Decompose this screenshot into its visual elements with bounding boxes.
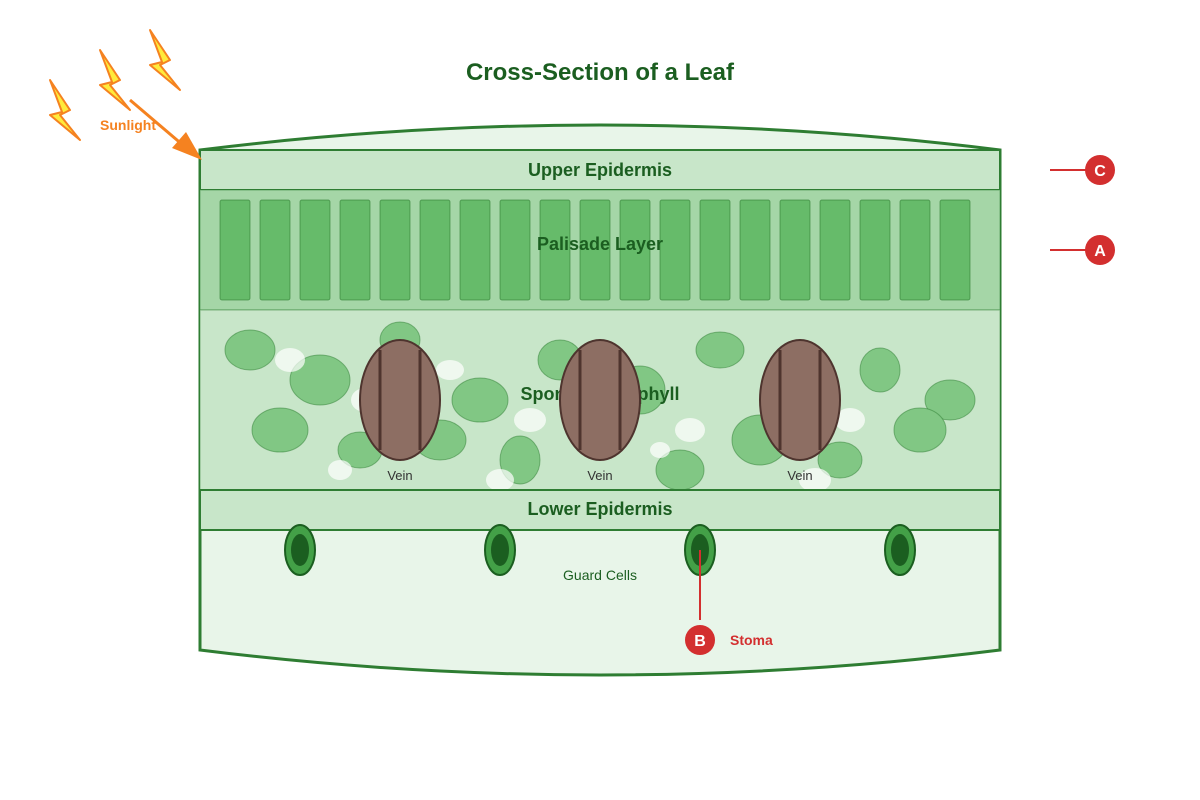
vein: [359, 339, 441, 461]
vein: [559, 339, 641, 461]
air-space: [799, 468, 831, 492]
spongy-cell: [289, 354, 351, 406]
spongy-cell: [817, 441, 863, 479]
upper-epidermis-band: [199, 149, 1001, 191]
vein: [759, 339, 841, 461]
spongy-cell: [695, 331, 745, 369]
palisade-cell: [739, 199, 771, 301]
palisade-cell: [459, 199, 491, 301]
lightning-bolt-icon: [149, 29, 181, 91]
marker-a-text: A: [1094, 243, 1106, 260]
upper-epidermis-label: Upper Epidermis: [528, 160, 672, 180]
lower-epidermis-label: Lower Epidermis: [527, 499, 672, 519]
palisade-cell: [339, 199, 371, 301]
palisade-cell: [259, 199, 291, 301]
veins: Vein Vein Vein: [359, 339, 841, 483]
palisade-cell: [819, 199, 851, 301]
sunlight-arrowhead-icon: [172, 132, 202, 160]
sunlight-label: Sunlight: [100, 117, 156, 133]
marker-c-badge: [1085, 155, 1115, 185]
vein-label: Vein: [787, 468, 812, 483]
air-space: [835, 408, 865, 432]
marker-c-text: C: [1094, 163, 1106, 180]
spongy-cell: [451, 377, 509, 423]
marker-b-badge: [685, 625, 715, 655]
air-space: [328, 460, 352, 480]
palisade-cell: [219, 199, 251, 301]
stoma-pore: [291, 534, 309, 566]
lower-epidermis-band: [199, 489, 1001, 531]
palisade-cell: [699, 199, 731, 301]
vein-label: Vein: [587, 468, 612, 483]
palisade-cell: [499, 199, 531, 301]
palisade-cell: [659, 199, 691, 301]
spongy-cell: [499, 435, 541, 485]
spongy-cell: [859, 347, 901, 393]
guard-cells: [284, 524, 916, 576]
stoma-pore: [491, 534, 509, 566]
palisade-cell: [939, 199, 971, 301]
stoma-pore: [891, 534, 909, 566]
spongy-cell: [251, 407, 309, 453]
palisade-cell: [579, 199, 611, 301]
palisade-cell: [779, 199, 811, 301]
air-space: [650, 442, 670, 458]
palisade-cell: [619, 199, 651, 301]
vein-label: Vein: [387, 468, 412, 483]
air-space: [486, 469, 514, 491]
air-spaces: [275, 348, 865, 492]
stoma-label: Stoma: [730, 632, 773, 648]
sunlight-arrow-shaft: [129, 98, 185, 148]
sunlight-bolts: [49, 29, 181, 141]
air-space: [275, 348, 305, 372]
palisade-cell: [859, 199, 891, 301]
palisade-cells: [219, 199, 971, 301]
diagram-title: Cross-Section of a Leaf: [466, 59, 735, 86]
air-space: [436, 360, 464, 380]
spongy-cell: [924, 379, 976, 421]
spongy-cell: [224, 329, 276, 371]
palisade-cell: [419, 199, 451, 301]
air-space: [675, 418, 705, 442]
palisade-cell: [379, 199, 411, 301]
air-space: [514, 408, 546, 432]
palisade-layer-label: Palisade Layer: [537, 234, 663, 254]
lightning-bolt-icon: [49, 79, 81, 141]
palisade-cell: [299, 199, 331, 301]
palisade-cell: [899, 199, 931, 301]
marker-a-badge: [1085, 235, 1115, 265]
lightning-bolt-icon: [99, 49, 131, 111]
guard-cells-label: Guard Cells: [563, 567, 637, 583]
spongy-cell: [893, 407, 947, 453]
marker-b-text: B: [694, 633, 706, 650]
palisade-cell: [539, 199, 571, 301]
